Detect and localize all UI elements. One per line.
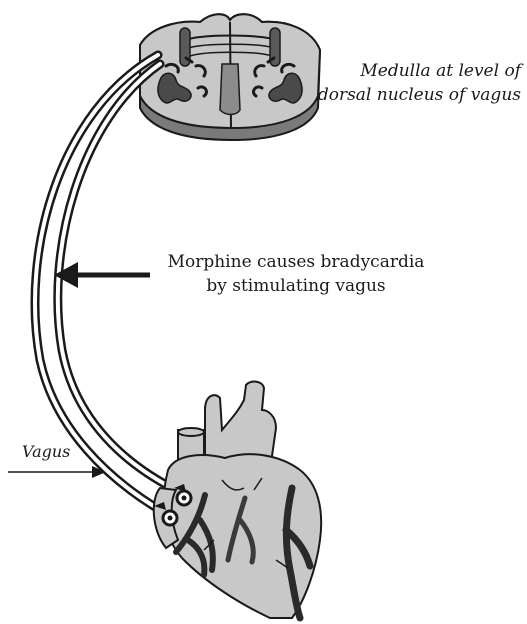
vagus-terminal-lower-core — [168, 516, 173, 521]
vagus-arrow — [8, 466, 106, 478]
medulla-label-line1: Medulla at level of — [318, 59, 521, 83]
vagus-label: Vagus — [22, 440, 70, 464]
morphine-arrow — [54, 262, 150, 288]
morphine-label-line2: by stimulating vagus — [151, 274, 441, 298]
medulla-label: Medulla at level of dorsal nucleus of va… — [318, 59, 521, 107]
central-grey — [220, 64, 240, 115]
medulla-label-line2: dorsal nucleus of vagus — [318, 83, 521, 107]
morphine-label-line1: Morphine causes bradycardia — [151, 250, 441, 274]
vagus-terminal-upper-core — [182, 496, 187, 501]
heart — [154, 382, 321, 618]
morphine-label: Morphine causes bradycardia by stimulati… — [151, 250, 441, 298]
pulmonary-trunk-opening — [178, 428, 204, 436]
medulla-cross-section — [140, 14, 320, 140]
